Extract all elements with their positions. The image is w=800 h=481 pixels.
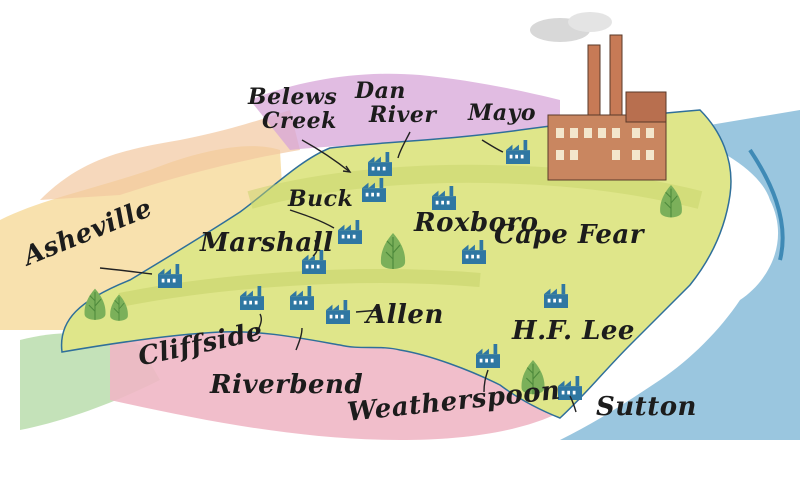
label-hf-lee: H.F. Lee — [512, 316, 635, 346]
label-cape-fear: Cape Fear — [494, 220, 644, 250]
ocean-coast — [560, 110, 800, 440]
power-plant-illustration — [530, 12, 667, 181]
label-roxboro: Roxboro — [414, 208, 539, 238]
label-buck: Buck — [288, 186, 354, 212]
label-allen: Allen — [366, 300, 444, 330]
label-arrows — [99, 131, 577, 413]
label-sutton: Sutton — [596, 392, 697, 422]
label-riverbend: Riverbend — [210, 370, 364, 400]
label-mayo: Mayo — [468, 100, 537, 126]
label-marshall: Marshall — [200, 228, 334, 258]
